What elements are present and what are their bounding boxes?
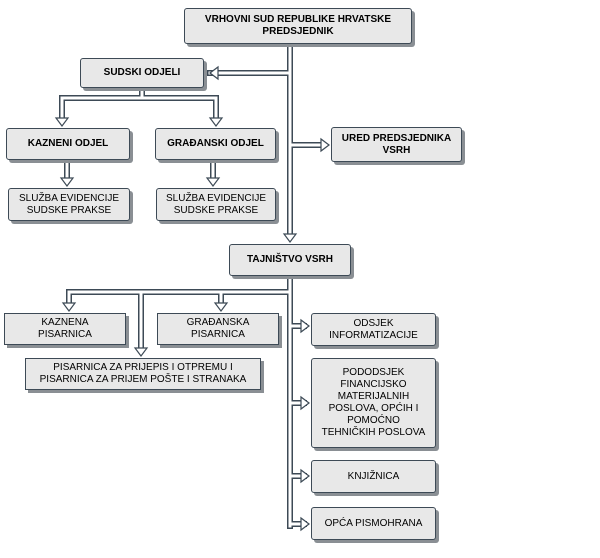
- node-kazneni-odjel: KAZNENI ODJEL: [6, 128, 130, 160]
- connector-arrowhead: [133, 347, 149, 357]
- connector-arrowhead: [213, 302, 229, 312]
- node-sluzba-evidencije-2: SLUŽBA EVIDENCIJE SUDSKE PRAKSE: [156, 188, 276, 221]
- connector-arrowhead: [300, 468, 310, 484]
- node-tajnistvo: TAJNIŠTVO VSRH: [229, 244, 351, 276]
- node-knjiznica: KNJIŽNICA: [311, 460, 436, 493]
- connector-arrowhead: [54, 117, 70, 127]
- connector-arrowhead: [300, 318, 310, 334]
- connector-arrowhead: [205, 177, 221, 187]
- node-gradanski-odjel: GRAĐANSKI ODJEL: [155, 128, 276, 160]
- connector-arrowhead: [209, 65, 219, 81]
- connector-arrowhead: [282, 233, 298, 243]
- connector-arrowhead: [61, 302, 77, 312]
- node-vrhovni-sud: VRHOVNI SUD REPUBLIKE HRVATSKE PREDSJEDN…: [184, 8, 412, 44]
- connector-arrowhead: [300, 516, 310, 532]
- connector-arrowhead: [208, 117, 224, 127]
- node-kaznena-pisarnica: KAZNENA PISARNICA: [4, 313, 126, 345]
- node-ured-predsjednika: URED PREDSJEDNIKA VSRH: [331, 127, 462, 162]
- node-gradanska-pisarnica: GRAĐANSKA PISARNICA: [157, 313, 279, 345]
- node-pisarnica-prijepis: PISARNICA ZA PRIJEPIS I OTPREMU I PISARN…: [25, 358, 261, 390]
- connector-arrowhead: [59, 177, 75, 187]
- node-pododsjek: PODODSJEK FINANCIJSKO MATERIJALNIH POSLO…: [311, 358, 436, 448]
- connector-arrowhead: [320, 137, 330, 153]
- node-opca-pismohrana: OPĆA PISMOHRANA: [311, 507, 436, 540]
- node-sudski-odjeli: SUDSKI ODJELI: [80, 58, 204, 88]
- node-sluzba-evidencije-1: SLUŽBA EVIDENCIJE SUDSKE PRAKSE: [8, 188, 130, 221]
- node-odsjek-informatizacije: ODSJEK INFORMATIZACIJE: [311, 313, 436, 346]
- connector-arrowhead: [300, 395, 310, 411]
